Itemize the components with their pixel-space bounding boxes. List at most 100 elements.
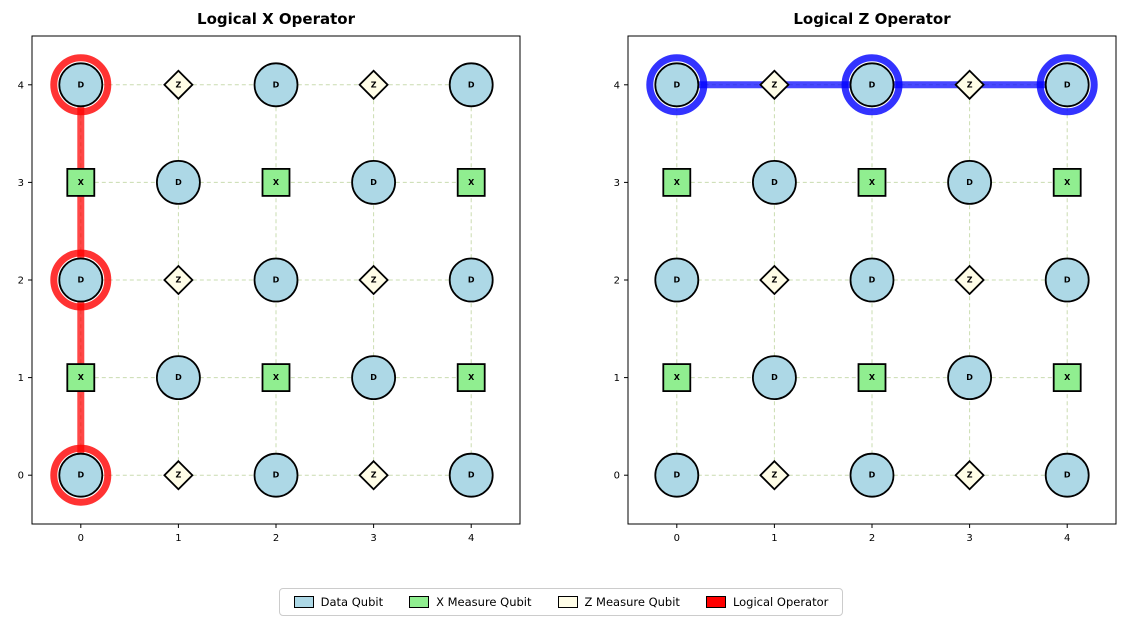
qubit-label: X <box>273 373 280 382</box>
x-measure-qubit <box>662 167 692 197</box>
x-measure-qubit <box>1052 363 1082 393</box>
data-qubit <box>448 452 494 498</box>
x-axis-tick-label: 0 <box>674 533 680 544</box>
qubit-label: D <box>273 80 280 89</box>
qubit-label: D <box>966 373 973 382</box>
z-measure-qubit <box>163 459 194 491</box>
qubit-label: D <box>175 178 182 187</box>
qubit-label: D <box>175 373 182 382</box>
x-axis-tick-label: 4 <box>1064 533 1070 544</box>
qubit-label: X <box>674 178 681 187</box>
data-qubit <box>849 62 895 108</box>
qubit-label: D <box>869 80 876 89</box>
data-qubit <box>253 62 299 108</box>
data-qubit <box>448 62 494 108</box>
x-measure-qubit <box>456 167 486 197</box>
qubit-label: D <box>77 471 84 480</box>
logical-operator-swatch <box>705 596 726 608</box>
x-measure-qubit <box>66 167 96 197</box>
qubit-label: D <box>869 471 876 480</box>
qubit-label: X <box>78 373 85 382</box>
qubit-label: X <box>468 178 475 187</box>
qubit-label: D <box>273 276 280 285</box>
qubit-label: D <box>77 276 84 285</box>
y-axis-tick-label: 1 <box>18 373 24 384</box>
qubit-label: X <box>78 178 85 187</box>
x-measure-qubit <box>66 363 96 393</box>
x-measure-swatch <box>409 596 430 608</box>
data-qubit <box>253 257 299 303</box>
data-qubit <box>58 257 104 303</box>
qubit-label: D <box>273 471 280 480</box>
data-qubit-swatch <box>293 596 314 608</box>
data-qubit <box>448 257 494 303</box>
data-qubit <box>58 62 104 108</box>
y-axis-tick-label: 4 <box>18 80 24 91</box>
z-measure-swatch <box>557 596 578 608</box>
data-qubit <box>654 62 700 108</box>
panel-title-logical-x: Logical X Operator <box>197 10 355 28</box>
logical-x-highlight-ring <box>50 249 112 311</box>
qubit-label: Z <box>771 471 777 480</box>
qubit-label: Z <box>371 471 377 480</box>
x-axis-tick-label: 3 <box>966 533 972 544</box>
x-axis-tick-label: 4 <box>468 533 474 544</box>
data-qubit <box>58 452 104 498</box>
qubit-label: D <box>468 80 475 89</box>
qubit-label: D <box>1064 471 1071 480</box>
z-measure-qubit <box>358 459 389 491</box>
qubit-label: X <box>1064 373 1071 382</box>
qubit-label: X <box>869 178 876 187</box>
x-measure-qubit <box>456 363 486 393</box>
y-axis-tick-label: 2 <box>18 276 24 287</box>
z-measure-qubit <box>954 264 985 296</box>
y-axis-tick-label: 3 <box>614 178 620 189</box>
qubit-label: D <box>77 80 84 89</box>
qubit-label: Z <box>967 471 973 480</box>
qubit-label: D <box>966 178 973 187</box>
data-qubit <box>849 452 895 498</box>
z-measure-qubit <box>759 264 790 296</box>
data-qubit <box>155 355 201 401</box>
x-measure-qubit <box>857 167 887 197</box>
z-measure-qubit <box>954 69 985 101</box>
legend-label-z-measure: Z Measure Qubit <box>584 595 680 609</box>
x-axis-tick-label: 3 <box>370 533 376 544</box>
qubit-label: D <box>673 80 680 89</box>
qubit-label: D <box>468 471 475 480</box>
qubit-label: Z <box>175 276 181 285</box>
data-qubit <box>751 159 797 205</box>
qubit-label: Z <box>175 471 181 480</box>
data-qubit <box>253 452 299 498</box>
x-axis-tick-label: 0 <box>78 533 84 544</box>
qubit-label: Z <box>967 276 973 285</box>
data-qubit <box>1044 452 1090 498</box>
y-axis-tick-label: 4 <box>614 80 620 91</box>
qubit-label: Z <box>771 276 777 285</box>
qubit-label: X <box>273 178 280 187</box>
data-qubit <box>654 452 700 498</box>
qubit-label: Z <box>771 80 777 89</box>
x-axis-tick-label: 2 <box>273 533 279 544</box>
data-qubit <box>849 257 895 303</box>
z-measure-qubit <box>163 69 194 101</box>
legend-label-logical-operator: Logical Operator <box>732 595 829 609</box>
qubit-label: Z <box>371 276 377 285</box>
legend-label-data-qubit: Data Qubit <box>320 595 384 609</box>
legend-item-data-qubit: Data Qubit <box>293 595 384 609</box>
qubit-label: D <box>370 373 377 382</box>
qubit-label: X <box>1064 178 1071 187</box>
z-measure-qubit <box>759 459 790 491</box>
legend-row: Data Qubit X Measure Qubit Z Measure Qub… <box>0 588 1122 616</box>
qubit-label: D <box>771 178 778 187</box>
subplot-row: Logical X Operator D Z D Z D X D X D X D Z D Z D X D X D X D… <box>18 8 1118 546</box>
x-measure-qubit <box>857 363 887 393</box>
qubit-label: X <box>869 373 876 382</box>
data-qubit <box>654 257 700 303</box>
logical-x-highlight-ring <box>50 54 112 116</box>
x-axis-tick-label: 2 <box>869 533 875 544</box>
